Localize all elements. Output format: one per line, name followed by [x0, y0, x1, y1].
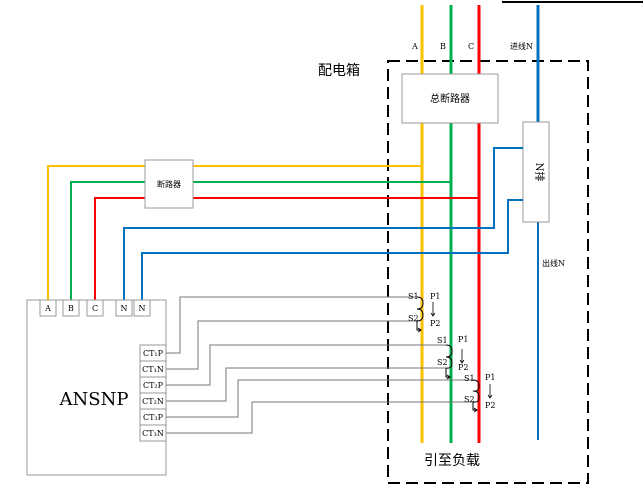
n-bar-label: N排 — [533, 163, 546, 182]
ct-coil-2-p1: P1 — [458, 335, 468, 344]
ct-coil-1-flow-arrowhead-icon — [430, 312, 436, 317]
ct-coil-2-p2: P2 — [458, 363, 468, 372]
ct2n-signal-wire — [166, 367, 446, 402]
to-load-label: 引至负载 — [424, 453, 480, 469]
terminal-a-label: A — [44, 304, 51, 313]
main-breaker-box — [401, 73, 499, 124]
ct-terminal-3-label: CT₂P — [143, 381, 164, 390]
ct-terminal-strip: CT₁P CT₁N CT₂P CT₂N CT₃P CT₃N — [139, 344, 167, 442]
ct-coil-3-winding — [472, 379, 480, 403]
terminal-b — [62, 299, 80, 317]
terminal-n1 — [115, 299, 133, 317]
ct-coil-1-winding — [416, 296, 424, 322]
terminal-c — [86, 299, 104, 317]
ct-coil-3-p2: P2 — [485, 401, 495, 410]
ct-terminal-6 — [139, 424, 167, 442]
incoming-n-label: 进线N — [510, 41, 533, 51]
ct-coil-1-s2: S2 — [408, 314, 419, 323]
neutral-feed-1 — [123, 147, 523, 300]
main-breaker-label: 总断路器 — [430, 92, 470, 105]
ct-coil-2-s2: S2 — [437, 358, 448, 367]
ct-coil-1: S1 S2 P1 P2 — [408, 292, 440, 333]
ct-coil-1-s1: S1 — [408, 292, 419, 301]
breaker-label: 断路器 — [157, 179, 181, 189]
ct-coil-2-flow-arrowhead-icon — [459, 359, 465, 364]
distribution-box-label: 配电箱 — [318, 63, 360, 79]
phase-c-feed-left — [94, 197, 145, 300]
ct-coil-2-winding — [445, 344, 453, 369]
terminal-c-label: C — [92, 304, 98, 313]
ct-terminal-4-label: CT₂N — [142, 397, 164, 406]
phase-a-label: A — [411, 42, 418, 51]
ct-coil-1-p1: P1 — [430, 292, 440, 301]
ct3p-signal-wire — [166, 379, 473, 418]
ct1n-signal-wire — [166, 320, 417, 370]
terminal-n2-label: N — [139, 304, 146, 313]
ct-coil-1-p2: P2 — [430, 319, 440, 328]
ct-coil-3: S1 S2 P1 P2 — [464, 373, 495, 413]
ct-coil-3-p1: P1 — [485, 373, 495, 382]
ct-terminal-6-label: CT₃N — [142, 429, 164, 438]
ct2p-signal-wire — [166, 344, 446, 386]
ct-coil-2: S1 S2 P1 P2 — [437, 335, 468, 380]
phase-b-label: B — [440, 42, 446, 51]
ct3n-signal-wire — [166, 401, 473, 434]
phase-c-label: C — [468, 42, 474, 51]
n-bar-box — [522, 121, 550, 223]
outgoing-n-label: 出线N — [542, 258, 565, 268]
ct-terminal-5-label: CT₃P — [143, 413, 164, 422]
terminal-n2 — [133, 299, 151, 317]
distribution-box-enclosure — [387, 60, 589, 484]
ct-coil-1-arrow-icon — [416, 321, 422, 333]
terminal-n1-label: N — [121, 304, 128, 313]
terminal-a — [39, 299, 57, 317]
ct-terminal-1-label: CT₁P — [143, 349, 164, 358]
ansnp-device-name: ANSNP — [59, 389, 129, 410]
ct-coil-3-s2: S2 — [464, 395, 475, 404]
terminal-b-label: B — [68, 304, 74, 313]
ct1p-signal-wire — [166, 296, 417, 354]
ct-coil-2-arrow-icon — [445, 368, 451, 380]
ct-coil-3-arrow-icon — [472, 402, 478, 413]
ct-coil-3-flow-arrowhead-icon — [487, 394, 493, 399]
ct-coil-2-s1: S1 — [437, 336, 448, 345]
ct-terminal-2-label: CT₁N — [142, 365, 164, 374]
ct-coil-3-s1: S1 — [464, 374, 475, 383]
phase-a-feed-left — [47, 165, 145, 300]
breaker-box — [144, 159, 194, 209]
neutral-feed-2 — [141, 199, 523, 300]
phase-b-feed-left — [70, 181, 145, 300]
